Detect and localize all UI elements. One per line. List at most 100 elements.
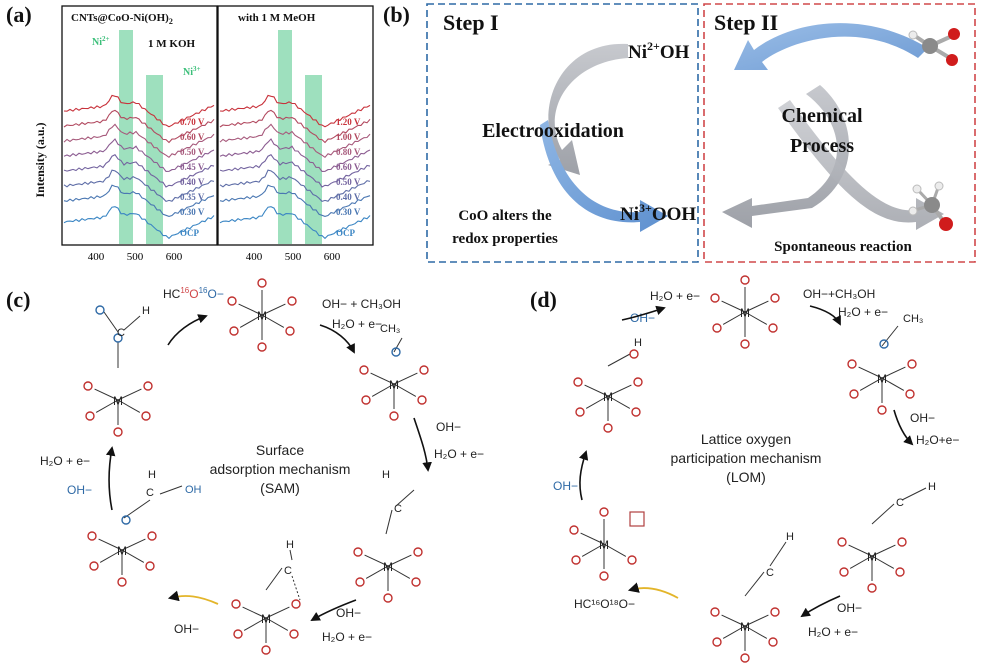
leftPotLabels-3: 0.45 V <box>180 162 205 172</box>
c-oh-ch3oh-reactant: OH− + CH₃OH <box>322 297 401 311</box>
d-site-bottom-oxygen-2 <box>712 637 722 647</box>
rightPotLabels-5: 0.40 V <box>336 192 361 202</box>
d-site-right-top-oxygen-5 <box>877 405 887 415</box>
leftSpectra-trace-3 <box>63 138 215 172</box>
c-site-bottom-oxygen-1 <box>291 599 301 609</box>
c-site-left-bottom-oxygen-2 <box>89 561 99 571</box>
left-xtick-400: 400 <box>88 251 105 263</box>
c-site-top-metal: M <box>257 309 267 323</box>
sam-title-line3: (SAM) <box>260 480 300 496</box>
left-x-ticks: 400 500 600 <box>88 251 183 263</box>
c-site-right-bottom-oxygen-5 <box>383 593 393 603</box>
grey-arc-arrow-step1 <box>548 43 628 175</box>
c-site-bottom-oxygen-3 <box>289 629 299 639</box>
c-site-top-oxygen-0 <box>227 296 237 306</box>
c-site-left-top: M <box>83 381 153 437</box>
c-site-top-oxygen-4 <box>257 278 267 288</box>
c-carbon-right: C <box>394 503 402 515</box>
c-oh-reactant-bottom: OH− <box>336 606 361 620</box>
c-site-bottom-oxygen-0 <box>231 599 241 609</box>
c-oh-yellow-arrow-label: OH− <box>174 622 199 636</box>
c-site-top-oxygen-1 <box>287 296 297 306</box>
right-ni2-band <box>278 30 292 244</box>
c-site-right-bottom-oxygen-1 <box>413 547 423 557</box>
grey-arc-arrow-right-step2 <box>778 100 944 230</box>
c-arrow-bottom-right <box>310 599 357 621</box>
rightSpectra-trace-3 <box>219 138 371 172</box>
leftSpectra-trace-0 <box>63 94 215 128</box>
d-site-top-metal: M <box>740 306 750 320</box>
right-subplot-title: with 1 M MeOH <box>238 12 316 24</box>
c-site-left-bottom-oxygen-3 <box>145 561 155 571</box>
c-site-right-top-oxygen-5 <box>389 411 399 421</box>
d-site-bottom-oxygen-3 <box>768 637 778 647</box>
panel-b: (b) Step I Step II Ni2+OH Ni3+OOH Electr… <box>383 2 976 263</box>
d-site-bottom-oxygen-0 <box>710 607 720 617</box>
lom-title-line1: Lattice oxygen <box>701 431 791 447</box>
lom-title-line3: (LOM) <box>726 469 766 485</box>
c-site-left-top-oxygen-1 <box>143 381 153 391</box>
y-axis-label: Intensity (a.u.) <box>33 122 47 197</box>
rightSpectra-trace-1 <box>219 109 371 144</box>
d-arrow-left <box>579 450 589 501</box>
leftSpectra-trace-4 <box>63 153 215 188</box>
d-arrow-top-left <box>621 305 666 321</box>
d-site-left-top-oxygen-0 <box>573 377 583 387</box>
d-carbon-bottom: C <box>766 567 774 579</box>
d-site-right-top-oxygen-0 <box>847 359 857 369</box>
left-ni3-band <box>146 75 163 244</box>
c-site-right-bottom-oxygen-3 <box>411 577 421 587</box>
right-xtick-400: 400 <box>246 251 263 263</box>
d-oh-top-left: OH− <box>630 311 655 325</box>
coo-note-line1: CoO alters the <box>458 208 552 224</box>
right-xtick-600: 600 <box>324 251 341 263</box>
c-site-right-top: M <box>359 365 429 421</box>
d-site-right-top-metal: M <box>877 372 887 386</box>
d-site-top-oxygen-3 <box>768 323 778 333</box>
d-hydrogen-bottom: H <box>786 531 794 543</box>
d-oxygen-vacancy-icon <box>629 511 645 527</box>
rightPotLabels-2: 0.80 V <box>336 147 361 157</box>
electrooxidation-label: Electrooxidation <box>482 120 624 142</box>
c-site-top-oxygen-5 <box>257 342 267 352</box>
d-site-left-top-oxygen-2 <box>575 407 585 417</box>
c-site-top-oxygen-3 <box>285 326 295 336</box>
rightPotLabels-3: 0.60 V <box>336 162 361 172</box>
d-site-right-bottom-oxygen-2 <box>839 567 849 577</box>
left-spectra <box>63 94 215 240</box>
left-subplot-title: CNTs@CoO-Ni(OH)2 <box>71 12 173 26</box>
d-hydrogen-right: H <box>928 481 936 493</box>
c-site-left-top-oxygen-3 <box>141 411 151 421</box>
right-xtick-500: 500 <box>285 251 302 263</box>
c-hydrogen-formate: H <box>142 305 150 317</box>
c-h2o-e-product-top: H₂O + e− <box>332 317 382 331</box>
d-site-left-bottom-metal: M <box>599 538 609 552</box>
leftPotLabels-7: OCP <box>180 228 200 238</box>
left-electrolyte-label: 1 M KOH <box>148 38 195 50</box>
rightPotLabels-6: 0.30 V <box>336 207 361 217</box>
d-formate-product: HC¹⁶O¹⁸O− <box>574 597 635 611</box>
d-site-left-bottom-oxygen-4 <box>599 507 609 517</box>
d-site-right-top-oxygen-3 <box>905 389 915 399</box>
c-site-bottom-oxygen-2 <box>233 629 243 639</box>
c-site-right-bottom-metal: M <box>383 560 393 574</box>
leftSpectra-trace-7 <box>63 206 215 240</box>
d-hydrogen-left: H <box>634 337 642 349</box>
rightSpectra-trace-2 <box>219 123 371 159</box>
c-site-left-top-metal: M <box>113 394 123 408</box>
ni3-ooh-label: Ni3+OOH <box>620 201 696 225</box>
process-label: Process <box>790 135 854 157</box>
d-site-left-top-oxygen-1 <box>633 377 643 387</box>
right-spectra <box>219 94 371 240</box>
d-oh-reactant-right: OH− <box>910 411 935 425</box>
c-site-right-bottom: M <box>353 547 423 603</box>
left-xtick-500: 500 <box>127 251 144 263</box>
methanol-molecule-icon <box>908 181 953 231</box>
c-oh-reactant-left: OH− <box>67 483 92 497</box>
d-site-bottom: M <box>710 607 780 663</box>
leftSpectra-trace-6 <box>63 184 215 217</box>
